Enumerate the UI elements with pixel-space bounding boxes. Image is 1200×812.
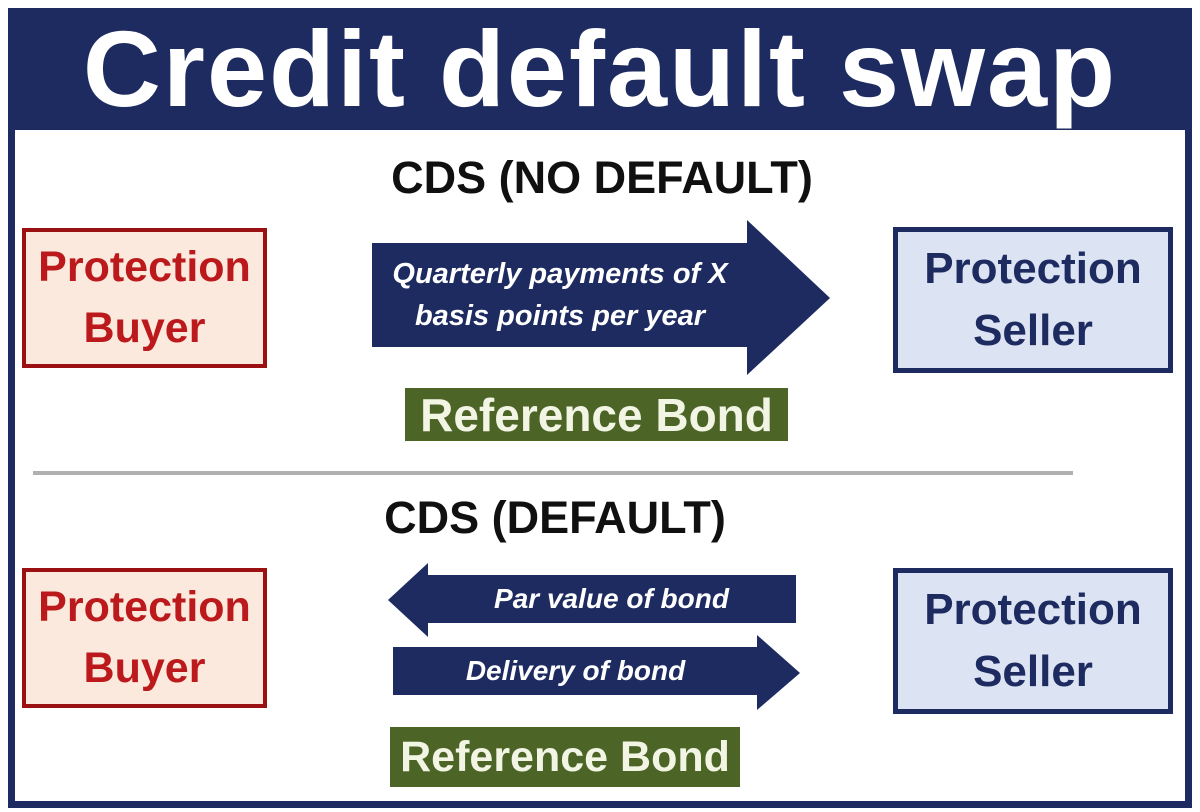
buyer-label-line2: Buyer <box>83 644 206 692</box>
delivery-arrow-right-head-icon <box>757 635 800 710</box>
no-default-heading: CDS (NO DEFAULT) <box>391 152 813 203</box>
premium-arrow-right-head-icon <box>747 220 830 375</box>
buyer-label-line1: Protection <box>38 242 251 291</box>
buyer-label-line2: Buyer <box>83 304 206 352</box>
reference-bond-box-default: Reference Bond <box>390 727 740 787</box>
protection-buyer-box-no-default: Protection Buyer <box>22 228 267 368</box>
delivery-arrow-label: Delivery of bond <box>465 655 686 686</box>
content-frame <box>8 129 1192 808</box>
title-banner: Credit default swap <box>8 8 1192 130</box>
section-divider <box>33 471 1073 475</box>
par-value-arrow-label: Par value of bond <box>494 583 729 614</box>
par-value-arrow-left-head-icon <box>388 563 428 637</box>
protection-buyer-box-default: Protection Buyer <box>22 568 267 708</box>
protection-seller-box-no-default: Protection Seller <box>893 227 1173 373</box>
premium-arrow-label-line2: basis points per year <box>414 300 706 332</box>
seller-label-line2: Seller <box>973 647 1093 696</box>
protection-seller-box-default: Protection Seller <box>893 568 1173 714</box>
par-value-arrow-body: Par value of bond <box>427 575 796 623</box>
reference-bond-box-no-default: Reference Bond <box>405 388 788 441</box>
page-title: Credit default swap <box>82 8 1118 129</box>
premium-arrow-body: Quarterly payments of X basis points per… <box>372 243 748 347</box>
seller-label-line1: Protection <box>924 584 1142 634</box>
seller-label-line1: Protection <box>924 243 1142 293</box>
premium-arrow-label-line1: Quarterly payments of X <box>392 257 728 290</box>
seller-label-line2: Seller <box>973 306 1093 355</box>
buyer-label-line1: Protection <box>38 582 251 631</box>
delivery-arrow-body: Delivery of bond <box>393 647 758 695</box>
default-heading: CDS (DEFAULT) <box>384 492 726 543</box>
